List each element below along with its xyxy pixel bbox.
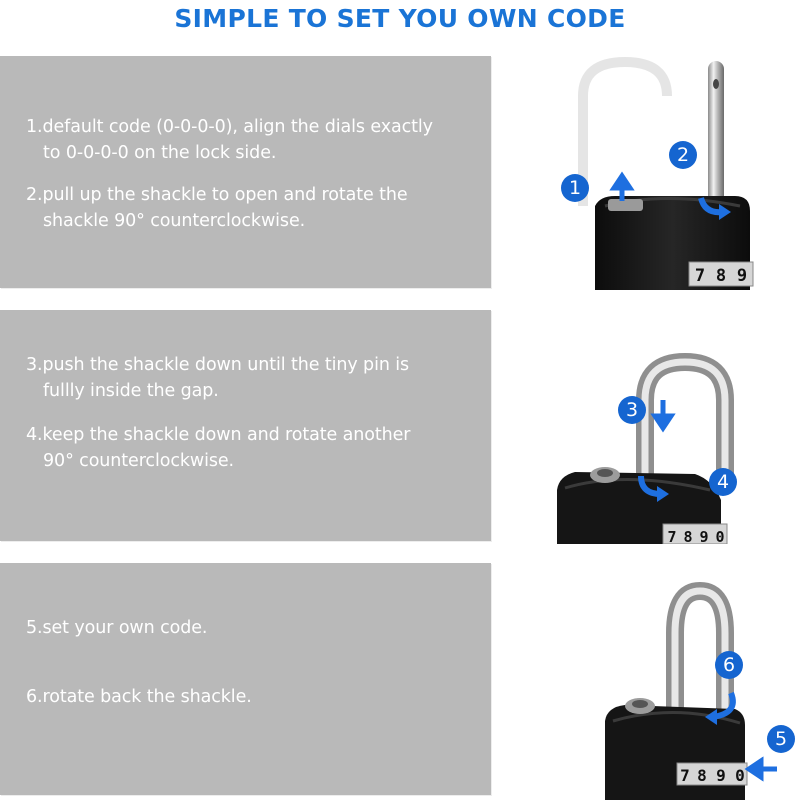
step-badge-2: 2 <box>669 141 697 169</box>
svg-text:9: 9 <box>737 266 747 286</box>
step-3-line-1: 3.push the shackle down until the tiny p… <box>26 355 410 375</box>
svg-text:0: 0 <box>735 766 745 785</box>
step-6: 6.rotate back the shackle. <box>26 684 483 710</box>
svg-text:7: 7 <box>667 528 676 544</box>
padlock-open-icon: 7 8 9 <box>578 56 754 290</box>
page-title: SIMPLE TO SET YOU OWN CODE <box>174 4 626 33</box>
lock-illustration-3: 7 8 9 0 6 5 <box>545 563 800 800</box>
padlock-closed-icon: 7 8 9 0 <box>605 581 777 800</box>
svg-text:7: 7 <box>695 266 705 286</box>
step-1: 1.default code (0-0-0-0), align the dial… <box>26 114 483 166</box>
svg-text:9: 9 <box>699 528 708 544</box>
step-badge-1: 1 <box>561 174 589 202</box>
step-1-line-1: 1.default code (0-0-0-0), align the dial… <box>26 117 433 137</box>
step-badge-4: 4 <box>709 468 737 496</box>
step-4: 4.keep the shackle down and rotate anoth… <box>26 422 483 474</box>
step-2: 2.pull up the shackle to open and rotate… <box>26 182 483 234</box>
step-2-line-1: 2.pull up the shackle to open and rotate… <box>26 185 408 205</box>
step-4-line-1: 4.keep the shackle down and rotate anoth… <box>26 425 411 445</box>
step-2-line-2: shackle 90° counterclockwise. <box>43 211 306 231</box>
svg-text:8: 8 <box>683 528 692 544</box>
svg-text:7: 7 <box>680 766 690 785</box>
step-5: 5.set your own code. <box>26 615 483 641</box>
instruction-panel-2: 3.push the shackle down until the tiny p… <box>0 310 491 541</box>
lock-illustration-1: 7 8 9 1 2 <box>545 56 800 290</box>
step-badge-3: 3 <box>618 396 646 424</box>
step-3-line-2: fullly inside the gap. <box>43 381 219 401</box>
svg-text:8: 8 <box>716 266 726 286</box>
instruction-panel-1: 1.default code (0-0-0-0), align the dial… <box>0 56 491 288</box>
step-3: 3.push the shackle down until the tiny p… <box>26 352 483 404</box>
step-badge-5: 5 <box>767 725 795 753</box>
lock-illustration-2: 7 8 9 0 3 4 <box>545 310 800 544</box>
svg-text:8: 8 <box>697 766 707 785</box>
step-4-line-2: 90° counterclockwise. <box>43 451 234 471</box>
step-1-line-2: to 0-0-0-0 on the lock side. <box>43 143 277 163</box>
step-6-line-1: 6.rotate back the shackle. <box>26 687 252 707</box>
svg-text:0: 0 <box>715 528 724 544</box>
step-5-line-1: 5.set your own code. <box>26 618 208 638</box>
step-badge-6: 6 <box>715 651 743 679</box>
padlock-push-icon: 7 8 9 0 <box>557 352 734 544</box>
svg-text:9: 9 <box>716 766 726 785</box>
instruction-panel-3: 5.set your own code. 6.rotate back the s… <box>0 563 491 795</box>
